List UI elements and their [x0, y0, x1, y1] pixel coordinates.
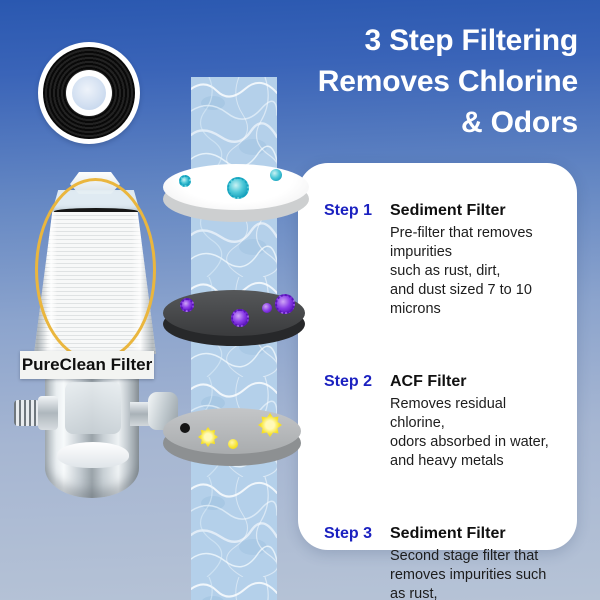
ring-inner-rim [66, 70, 112, 116]
chlorine-odor-particle-icon [275, 294, 295, 314]
steps-card: Step 1 Sediment Filter Pre-filter that r… [298, 163, 577, 600]
step-heading: ACF Filter [390, 373, 467, 390]
bacteria-particle-icon [179, 175, 191, 187]
step-label: Step 1 [324, 202, 373, 219]
sediment-particle-icon [180, 423, 190, 433]
acf-filter-disc [163, 290, 305, 346]
step-label: Step 2 [324, 373, 373, 390]
chrome-base-highlight [65, 382, 121, 434]
sediment-particle-icon [228, 439, 238, 449]
chrome-base-reflection [57, 442, 129, 468]
step-label: Step 3 [324, 525, 373, 542]
faucet-filter-product-image [12, 170, 180, 505]
sediment-particle-icon [258, 413, 282, 437]
step-row: Step 2 ACF Filter Removes residual chlor… [324, 372, 561, 471]
diverter-stem [130, 402, 152, 426]
step-description: Second stage filter that removes impurit… [390, 548, 547, 600]
page-title: 3 Step Filtering Removes Chlorine & Odor… [317, 24, 578, 139]
step-row: Step 3 Sediment Filter Second stage filt… [324, 524, 561, 600]
chlorine-odor-particle-icon [231, 309, 249, 327]
chlorine-odor-particle-icon [262, 303, 272, 313]
step-description: Pre-filter that removes impurities such … [390, 225, 533, 317]
inlet-collar [38, 396, 58, 430]
step-row: Step 1 Sediment Filter Pre-filter that r… [324, 201, 561, 319]
filter-gasket-ring-icon [38, 42, 140, 144]
second-sediment-filter-disc [163, 408, 301, 466]
step-description: Removes residual chlorine, odors absorbe… [390, 396, 549, 469]
ring-black-band [43, 47, 135, 139]
inlet-thread-fitting [14, 400, 40, 426]
sediment-particle-icon [198, 427, 218, 447]
sediment-prefilter-disc [163, 164, 309, 222]
step-heading: Sediment Filter [390, 202, 506, 219]
bacteria-particle-icon [227, 177, 249, 199]
bacteria-particle-icon [270, 169, 282, 181]
product-label: PureClean Filter [20, 351, 154, 379]
chlorine-odor-particle-icon [180, 298, 194, 312]
step-heading: Sediment Filter [390, 525, 506, 542]
cartridge-highlight-ellipse [35, 178, 156, 362]
ring-hole [72, 76, 106, 110]
